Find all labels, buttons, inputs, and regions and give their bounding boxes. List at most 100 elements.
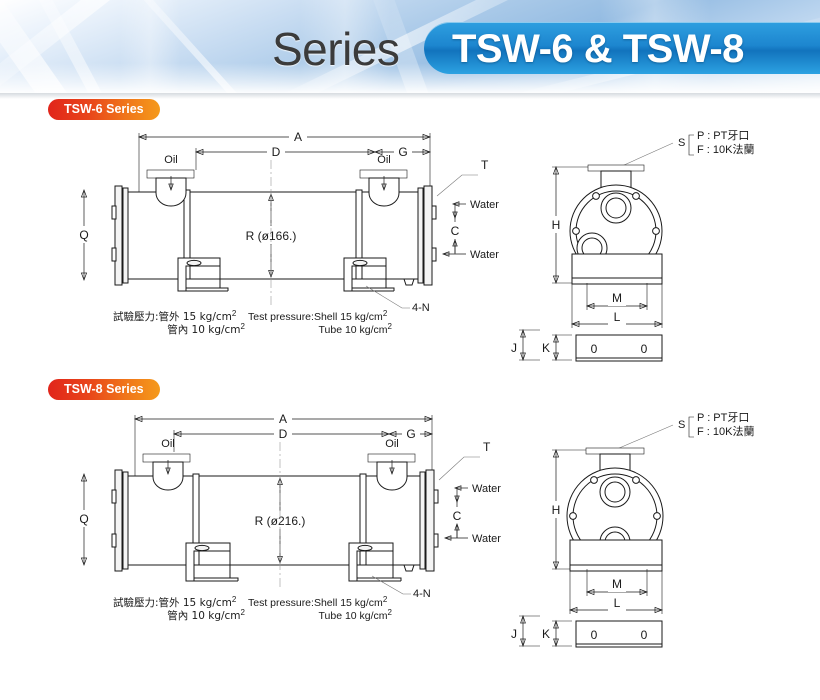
foot-plate-slots: 0 0 [575,334,663,362]
label-oil-left: Oil [164,154,177,166]
dim-label-L: L [614,310,621,324]
label-4N: 4-N [413,588,431,600]
dim-label-G: G [406,427,415,441]
svg-text:管內 10 kg/cm2: 管內 10 kg/cm2 [167,608,245,622]
dim-label-H: H [552,503,561,517]
dim-label-S: S [678,137,685,149]
dim-label-M: M [612,577,622,591]
label-water-bottom: Water [472,533,501,545]
dimension-C: C [447,212,464,253]
drawing-svg-tsw6: A D G Q [75,128,754,362]
dimension-D: D [172,425,391,452]
dimension-G: G [387,425,434,441]
end-view-base-plate [569,539,663,572]
dimension-Q: Q [75,472,93,567]
dim-label-M: M [612,291,622,305]
dim-label-T: T [481,158,489,172]
pressure-note-cjk: 試驗壓力:管外 15 kg/cm2 管內 10 kg/cm2 [113,595,246,622]
dim-label-S: S [678,419,685,431]
leader-T: T [438,440,491,481]
oil-nozzle-left: Oil [146,154,195,207]
dimension-J: J [511,328,540,362]
oil-nozzle-right: Oil [367,438,416,491]
dim-label-J: J [511,341,517,355]
svg-text:試驗壓力:管外 15 kg/cm2: 試驗壓力:管外 15 kg/cm2 [113,595,237,609]
dim-label-K: K [542,341,550,355]
dim-label-D: D [272,145,281,159]
end-view-base-plate [571,253,663,285]
dim-label-A: A [294,130,302,144]
leader-4N: 4-N [365,285,430,314]
dim-label-K: K [542,627,550,641]
pressure-note-en: Test pressure:Shell 15 kg/cm2 Tube 10 kg… [248,595,393,622]
dimension-D: D [194,143,377,170]
dim-label-C: C [453,509,462,523]
dim-label-Q: Q [79,512,88,526]
dimension-G: G [373,143,432,159]
dimension-J: J [511,614,540,648]
foot-slot-right: 0 [641,628,648,642]
pressure-en-sup2: 2 [388,608,393,617]
pressure-cjk-sup2: 2 [241,608,246,617]
foot-plate-slots: 0 0 [575,620,663,648]
label-water-bottom: Water [470,249,499,261]
series-badge-tsw8: TSW-8 Series [48,379,160,400]
drawing-tsw8: A D G Q [0,400,820,655]
svg-text:Tube 10 kg/cm2: Tube 10 kg/cm2 [318,322,392,336]
foot-slot-right: 0 [641,342,648,356]
dim-label-C: C [451,224,460,238]
svg-text:試驗壓力:管外 15 kg/cm2: 試驗壓力:管外 15 kg/cm2 [113,309,237,323]
dimension-M: M [585,569,649,596]
label-4N: 4-N [412,302,430,314]
mount-bracket-left [177,257,229,292]
dimension-R: R (ø216.) [243,476,317,565]
dimension-Q: Q [75,188,93,282]
page-title: TSW-6 & TSW-8 [452,27,744,71]
dim-label-L: L [614,596,621,610]
note-connection-F: F : 10K法蘭 [697,142,754,156]
pressure-cjk-line2: 管內 10 kg/cm [167,323,240,336]
pressure-cjk-sup2: 2 [241,322,246,331]
pressure-cjk-line2: 管內 10 kg/cm [167,609,240,622]
series-badge-tsw6: TSW-6 Series [48,99,160,120]
title-pill [424,22,820,74]
water-port-top: Water [453,483,501,504]
dimension-H: H [547,448,600,571]
pressure-note-en: Test pressure:Shell 15 kg/cm2 Tube 10 kg… [248,309,393,336]
mount-bracket-right [348,542,402,582]
foot-slot-left: 0 [591,342,598,356]
pressure-en-sup2: 2 [388,322,393,331]
drawing-svg-tsw8: A D G Q [75,410,754,648]
dim-label-D: D [279,427,288,441]
label-oil-left: Oil [161,438,174,450]
leader-T: T [436,158,489,197]
header-banner [0,0,820,93]
svg-text:Test pressure:Shell 15 kg/cm2: Test pressure:Shell 15 kg/cm2 [248,595,388,609]
dim-label-T: T [483,440,491,454]
pressure-cjk-line1: 試驗壓力:管外 15 kg/cm [113,310,232,323]
water-port-top: Water [451,199,499,220]
dim-label-A: A [279,412,287,426]
note-connection-F: F : 10K法蘭 [697,424,754,438]
dimension-L: L [570,283,664,328]
foot-slot-left: 0 [591,628,598,642]
tube-plate-ribs [192,473,367,566]
oil-nozzle-left: Oil [142,438,191,491]
label-oil-right: Oil [377,154,390,166]
drawing-tsw6: A D G Q [0,120,820,370]
pressure-cjk-line1: 試驗壓力:管外 15 kg/cm [113,596,232,609]
label-water-top: Water [472,483,501,495]
leader-S-note: S P : PT牙口 F : 10K法蘭 [609,412,754,457]
dimension-M: M [585,283,649,310]
dimension-K: K [542,619,572,648]
svg-text:Tube 10 kg/cm2: Tube 10 kg/cm2 [318,608,392,622]
pressure-en-sup1: 2 [383,309,388,318]
drain-nipple [403,278,415,286]
pressure-note-cjk: 試驗壓力:管外 15 kg/cm2 管內 10 kg/cm2 [113,309,246,336]
pressure-en-sup1: 2 [383,595,388,604]
pressure-en-line2: Tube 10 kg/cm [318,610,387,622]
dimension-C: C [449,496,466,538]
leader-4N: 4-N [371,575,431,600]
drain-nipple [403,564,415,572]
